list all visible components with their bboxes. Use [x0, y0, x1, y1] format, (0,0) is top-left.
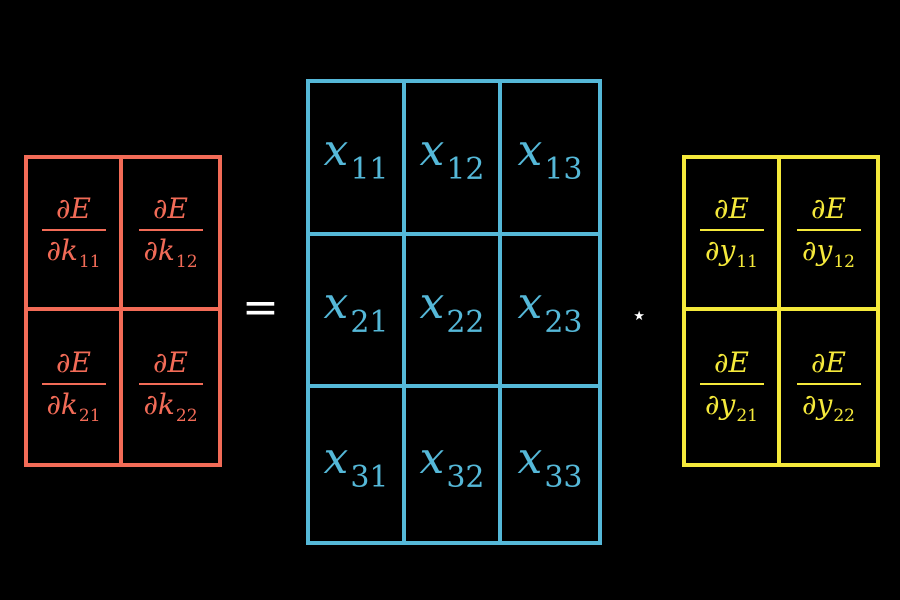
output-gradient-matrix: ∂E ∂y11 ∂E ∂y12 ∂E ∂y21 ∂E ∂y22	[682, 155, 880, 467]
entry-variable: x	[419, 125, 445, 177]
partial-fraction: ∂E ∂y11	[699, 192, 764, 271]
denominator-symbol: ∂k	[143, 234, 175, 267]
fraction-bar	[41, 229, 106, 231]
denominator-symbol: ∂k	[46, 388, 78, 421]
kernel-gradient-cell: ∂E ∂k21	[28, 311, 123, 463]
fraction-bar	[138, 229, 203, 231]
subscript: 12	[446, 152, 485, 188]
input-matrix-cell: x12	[406, 83, 502, 236]
input-matrix: x11 x12 x13 x21 x22 x23 x31 x32 x33	[306, 79, 602, 545]
output-gradient-cell: ∂E ∂y22	[781, 311, 876, 463]
partial-fraction: ∂E ∂k21	[41, 346, 106, 425]
matrix-entry: x12	[419, 129, 484, 185]
matrix-entry: x31	[323, 436, 389, 495]
denominator-symbol: ∂y	[705, 388, 736, 421]
entry-variable: x	[323, 432, 349, 484]
subscript: 11	[78, 252, 101, 272]
fraction-numerator: ∂E	[153, 192, 188, 225]
star-operator-icon: ⋆	[631, 301, 648, 331]
input-matrix-cell: x13	[502, 83, 598, 236]
fraction-denominator: ∂y11	[705, 231, 758, 271]
fraction-numerator: ∂E	[811, 192, 846, 225]
fraction-bar	[699, 229, 764, 231]
subscript: 12	[175, 252, 198, 272]
fraction-numerator: ∂E	[153, 346, 188, 379]
fraction-numerator: ∂E	[56, 192, 91, 225]
entry-variable: x	[419, 432, 445, 484]
matrix-entry: x23	[517, 281, 583, 340]
partial-fraction: ∂E ∂y12	[796, 192, 861, 271]
output-gradient-cell: ∂E ∂y12	[781, 159, 876, 311]
partial-fraction: ∂E ∂y22	[796, 346, 861, 425]
fraction-denominator: ∂k21	[46, 385, 100, 425]
matrix-entry: x21	[323, 281, 389, 340]
subscript: 22	[833, 406, 855, 426]
input-matrix-cell: x32	[406, 388, 502, 541]
matrix-entry: x22	[419, 281, 485, 340]
fraction-bar	[41, 383, 106, 385]
fraction-bar	[699, 383, 764, 385]
entry-variable: x	[517, 125, 543, 177]
denominator-symbol: ∂k	[46, 234, 78, 267]
denominator-symbol: ∂y	[705, 234, 736, 267]
entry-variable: x	[517, 277, 543, 329]
subscript: 22	[446, 304, 485, 340]
subscript: 31	[350, 459, 389, 495]
equals-sign: =	[242, 282, 279, 333]
fraction-denominator: ∂y22	[802, 385, 855, 425]
kernel-gradient-cell: ∂E ∂k22	[123, 311, 218, 463]
input-matrix-cell: x11	[310, 83, 406, 236]
fraction-numerator: ∂E	[714, 192, 749, 225]
subscript: 13	[544, 152, 583, 188]
denominator-symbol: ∂y	[802, 234, 833, 267]
partial-fraction: ∂E ∂y21	[699, 346, 764, 425]
subscript: 23	[544, 304, 583, 340]
input-matrix-cell: x31	[310, 388, 406, 541]
fraction-bar	[796, 229, 861, 231]
subscript: 21	[78, 406, 101, 426]
input-matrix-cell: x21	[310, 235, 406, 389]
subscript: 32	[446, 459, 485, 495]
fraction-denominator: ∂k22	[143, 385, 197, 425]
entry-variable: x	[323, 277, 349, 329]
subscript: 11	[350, 152, 389, 188]
entry-variable: x	[323, 125, 349, 177]
matrix-entry: x13	[517, 129, 582, 185]
subscript: 11	[736, 252, 758, 272]
entry-variable: x	[517, 432, 543, 484]
matrix-entry: x11	[323, 129, 388, 185]
fraction-denominator: ∂y21	[705, 385, 758, 425]
kernel-gradient-cell: ∂E ∂k12	[123, 159, 218, 311]
output-gradient-cell: ∂E ∂y21	[686, 311, 781, 463]
output-gradient-cell: ∂E ∂y11	[686, 159, 781, 311]
subscript: 33	[544, 459, 583, 495]
fraction-numerator: ∂E	[811, 346, 846, 379]
fraction-numerator: ∂E	[714, 346, 749, 379]
fraction-numerator: ∂E	[56, 346, 91, 379]
subscript: 21	[736, 406, 758, 426]
kernel-gradient-matrix: ∂E ∂k11 ∂E ∂k12 ∂E ∂k21 ∂E ∂k22	[24, 155, 222, 467]
fraction-bar	[796, 383, 861, 385]
input-matrix-cell: x23	[502, 236, 598, 389]
kernel-gradient-cell: ∂E ∂k11	[28, 159, 123, 311]
subscript: 21	[350, 304, 389, 340]
partial-fraction: ∂E ∂k12	[138, 192, 203, 271]
fraction-denominator: ∂k11	[46, 231, 100, 271]
subscript: 22	[175, 406, 198, 426]
partial-fraction: ∂E ∂k11	[41, 192, 106, 271]
partial-fraction: ∂E ∂k22	[138, 346, 203, 425]
denominator-symbol: ∂y	[802, 388, 833, 421]
input-matrix-cell: x22	[406, 235, 502, 389]
denominator-symbol: ∂k	[143, 388, 175, 421]
fraction-denominator: ∂k12	[143, 231, 197, 271]
subscript: 12	[833, 252, 855, 272]
entry-variable: x	[419, 277, 445, 329]
fraction-bar	[138, 383, 203, 385]
matrix-entry: x33	[517, 436, 583, 495]
fraction-denominator: ∂y12	[802, 231, 855, 271]
input-matrix-cell: x33	[502, 388, 598, 541]
matrix-entry: x32	[419, 436, 485, 495]
